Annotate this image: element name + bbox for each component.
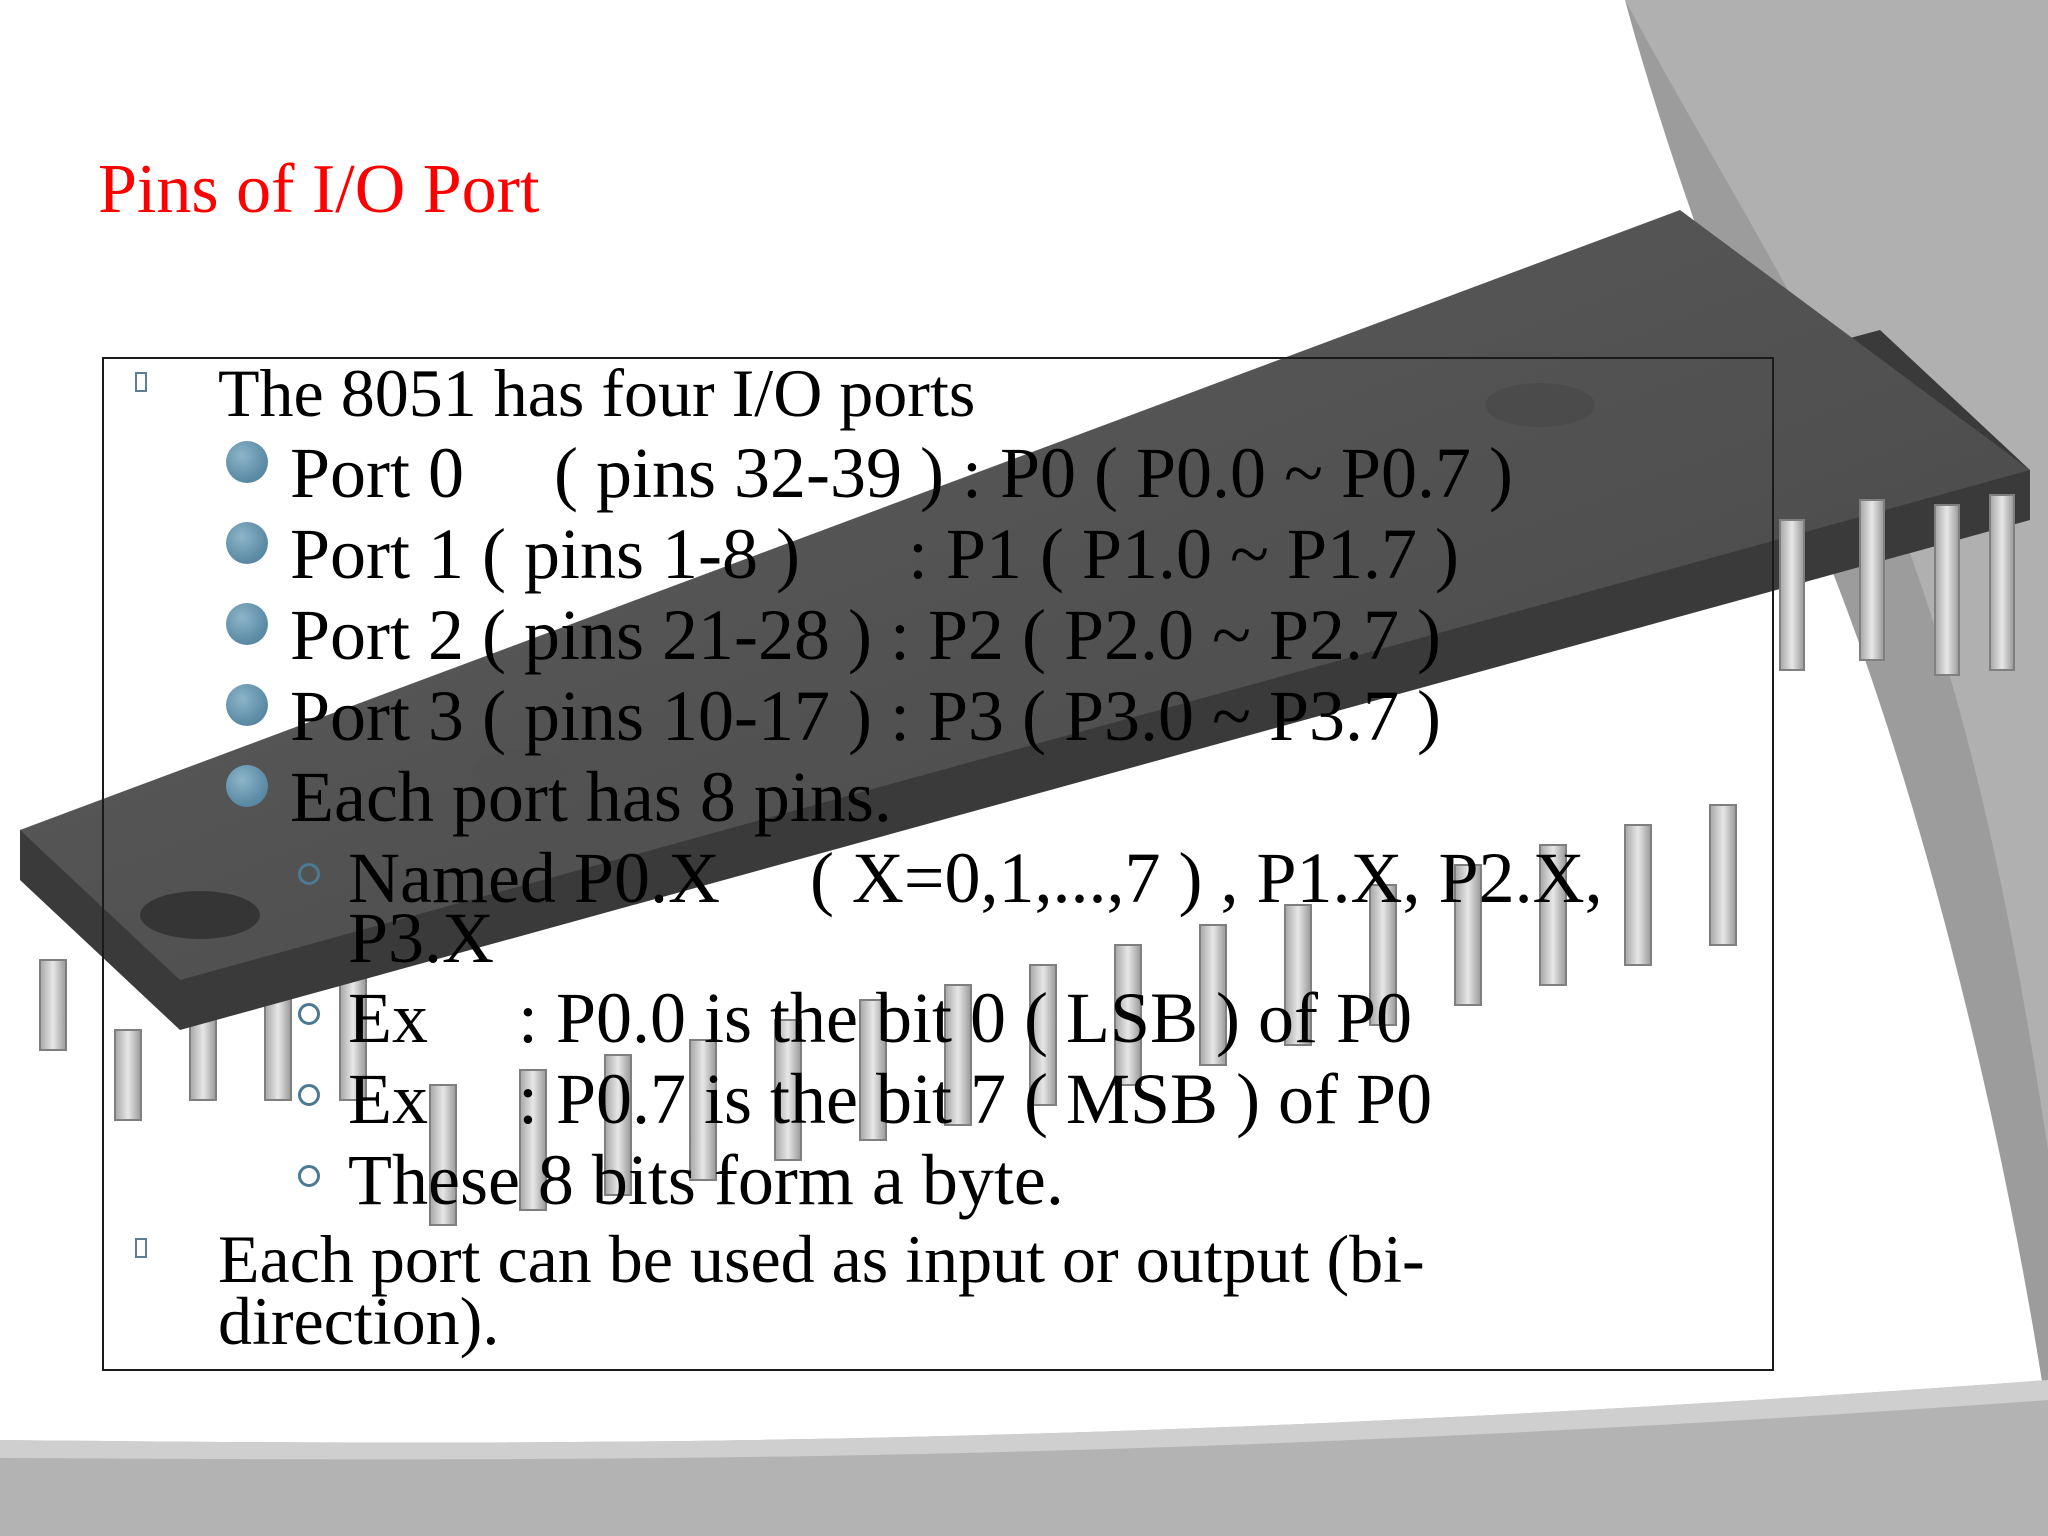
bullet-ex-msb: Ex : P0.7 is the bit 7 ( MSB ) of P0	[348, 1059, 1433, 1139]
ring-bullet-icon	[298, 1165, 320, 1187]
ring-bullet-icon	[298, 1003, 320, 1025]
bullet-bidirection-line2: direction).	[218, 1283, 500, 1359]
bullet-port-2: Port 2 ( pins 21-28 ) : P2 ( P2.0 ~ P2.7…	[290, 595, 1442, 675]
bullet-port-0: Port 0 ( pins 32-39 ) : P0 ( P0.0 ~ P0.7…	[290, 433, 1514, 513]
bullet-named-pins-line1: Named P0.X ( X=0,1,...,7 ) , P1.X, P2.X,	[348, 838, 1603, 918]
chip-dimple	[472, 750, 568, 790]
circle-bullet-icon	[226, 441, 268, 483]
chip-pins-back	[1779, 494, 2015, 676]
circle-bullet-icon	[226, 603, 268, 645]
circle-bullet-icon	[226, 522, 268, 564]
slide-title: Pins of I/O Port	[98, 151, 540, 228]
bullet-byte: These 8 bits form a byte.	[348, 1140, 1064, 1220]
bullet-port-1: Port 1 ( pins 1-8 ) : P1 ( P1.0 ~ P1.7 )	[290, 514, 1460, 594]
bullet-ex-lsb: Ex : P0.0 is the bit 0 ( LSB ) of P0	[348, 978, 1413, 1058]
circle-bullet-icon	[226, 684, 268, 726]
bullet-bidirection-line1: Each port can be used as input or output…	[218, 1221, 1425, 1297]
bullet-each-port-pins: Each port has 8 pins.	[290, 757, 892, 837]
square-bullet-icon	[135, 372, 147, 392]
bullet-port-3: Port 3 ( pins 10-17 ) : P3 ( P3.0 ~ P3.7…	[290, 676, 1442, 756]
content-box	[102, 357, 1774, 1371]
bullet-four-ports: The 8051 has four I/O ports	[218, 355, 976, 431]
ring-bullet-icon	[298, 1084, 320, 1106]
ring-bullet-icon	[298, 863, 320, 885]
square-bullet-icon	[135, 1238, 147, 1258]
circle-bullet-icon	[226, 765, 268, 807]
chip-notch-right	[1485, 383, 1595, 427]
bullet-named-pins-line2: P3.X	[348, 898, 495, 978]
bottom-band-highlight	[0, 1380, 2048, 1460]
corner-swoosh-light	[1625, 0, 2048, 1150]
chip-pins-front	[39, 804, 1737, 1226]
chip-notch-left	[140, 891, 260, 939]
